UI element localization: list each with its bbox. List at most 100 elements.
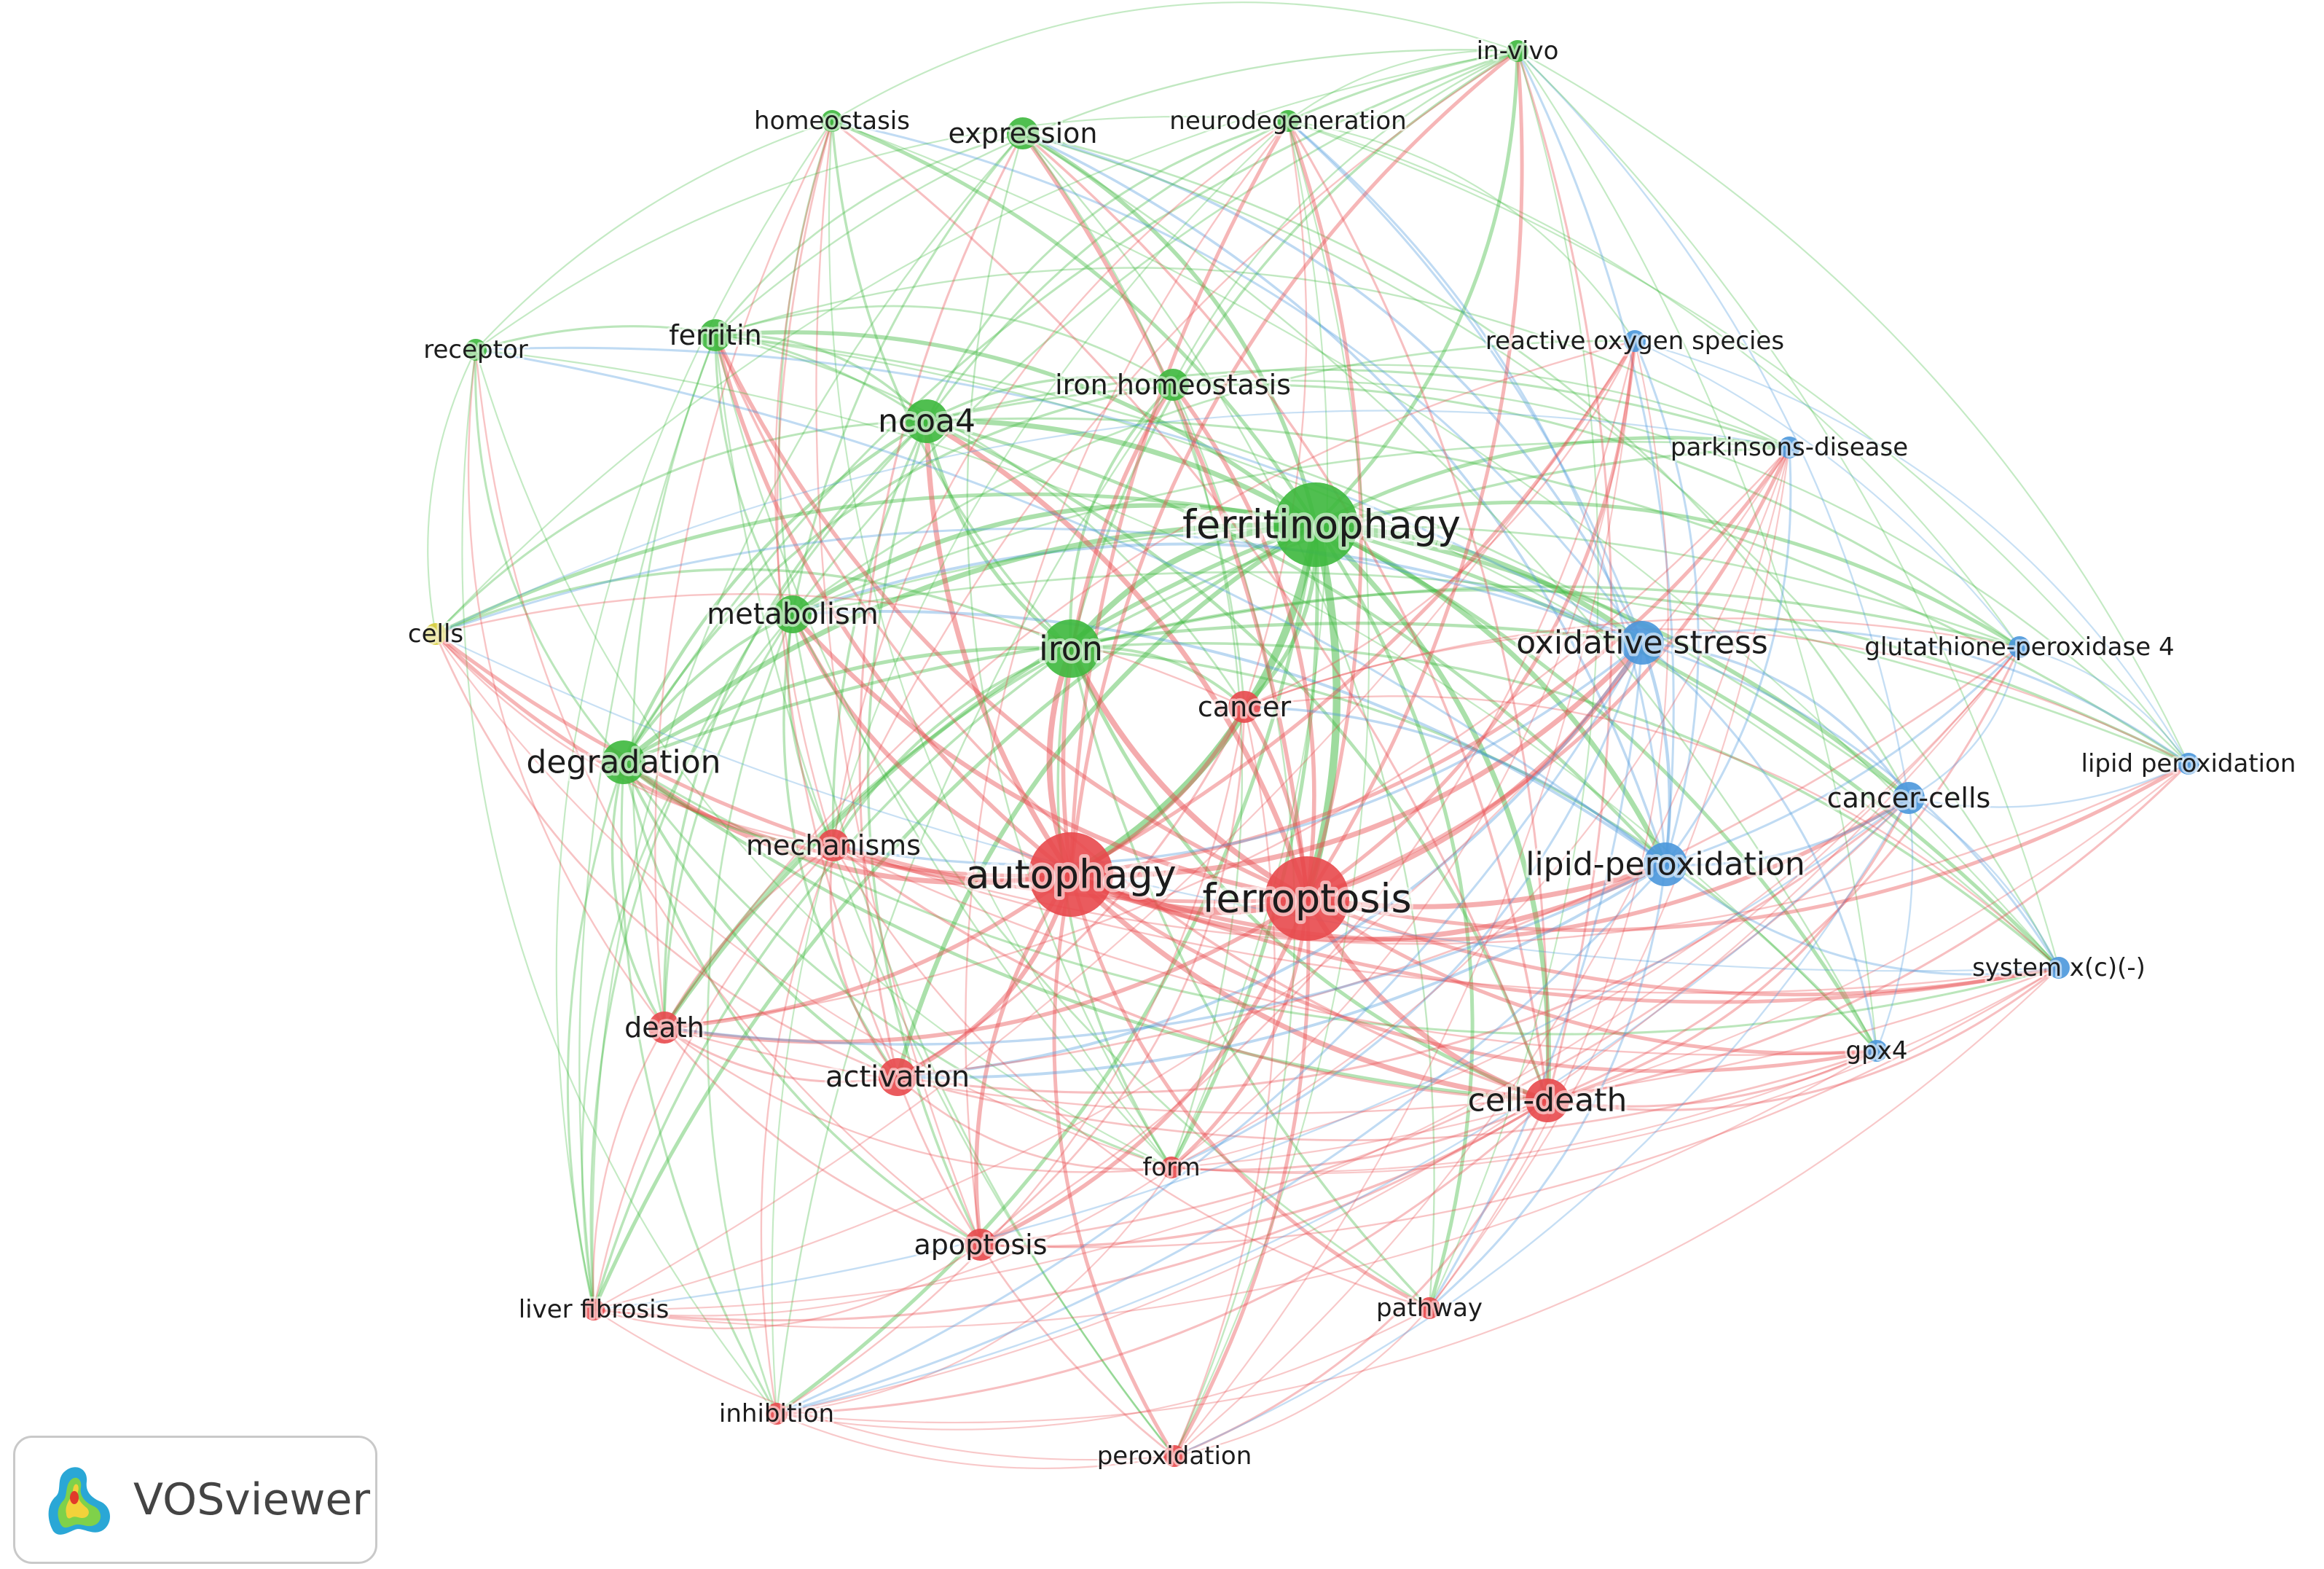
- network-link: [1641, 641, 2060, 969]
- node-inhibition[interactable]: [766, 1403, 788, 1425]
- network-link: [790, 611, 1074, 877]
- node-parkinsons-disease[interactable]: [1778, 437, 1800, 458]
- node-label-peroxidation: peroxidation: [1097, 1441, 1252, 1471]
- network-link: [791, 340, 1636, 616]
- network-link: [775, 1166, 1173, 1415]
- node-iron-homeostasis[interactable]: [1157, 369, 1189, 401]
- network-link: [1633, 340, 2190, 765]
- network-link: [775, 705, 1246, 1415]
- network-link: [592, 797, 1910, 1311]
- network-link: [434, 593, 1246, 708]
- network-link: [979, 705, 1246, 1246]
- network-link: [714, 267, 1791, 449]
- network-link: [713, 333, 1309, 901]
- node-cells[interactable]: [425, 623, 447, 645]
- network-link: [791, 50, 1519, 616]
- node-receptor[interactable]: [465, 339, 487, 361]
- node-ferritin[interactable]: [699, 319, 731, 351]
- network-link: [621, 419, 929, 764]
- node-cell-death[interactable]: [1526, 1079, 1569, 1122]
- network-link: [714, 334, 1176, 1458]
- network-link: [1173, 340, 1636, 1458]
- node-cancer-cells[interactable]: [1893, 782, 1925, 814]
- node-label-iron-homeostasis: iron homeostasis: [1055, 369, 1291, 401]
- network-link: [1314, 523, 2061, 970]
- network-link: [1169, 523, 1319, 1170]
- network-link: [1304, 640, 1645, 901]
- network-link: [832, 647, 1072, 847]
- network-link: [1546, 762, 2190, 1102]
- network-link: [662, 896, 1309, 1044]
- node-activation[interactable]: [879, 1058, 916, 1096]
- node-cancer[interactable]: [1228, 691, 1260, 723]
- network-link: [474, 348, 1878, 1052]
- network-link: [714, 334, 794, 616]
- node-glutathione-peroxidase-4[interactable]: [2009, 636, 2030, 658]
- network-link: [925, 417, 2190, 765]
- network-link: [1314, 523, 1475, 1310]
- node-apoptosis[interactable]: [965, 1229, 997, 1261]
- network-link: [1428, 50, 1599, 1310]
- node-peroxidation[interactable]: [1163, 1445, 1185, 1467]
- node-label-inhibition: inhibition: [719, 1399, 834, 1428]
- node-gpx4[interactable]: [1866, 1040, 1888, 1062]
- node-form[interactable]: [1161, 1157, 1182, 1178]
- network-link: [662, 420, 928, 1029]
- node-oxidative-stress[interactable]: [1620, 621, 1664, 665]
- network-link: [1305, 445, 1791, 901]
- node-label-ncoa4: ncoa4: [878, 403, 975, 440]
- network-link: [621, 621, 1644, 764]
- network-link: [790, 503, 1319, 617]
- network-link: [1171, 50, 1519, 386]
- node-reactive-oxygen-species[interactable]: [1624, 330, 1646, 352]
- node-label-pathway: pathway: [1376, 1294, 1483, 1323]
- node-death[interactable]: [648, 1012, 680, 1044]
- network-links: [427, 1, 2191, 1469]
- node-ferroptosis[interactable]: [1265, 856, 1349, 941]
- network-link: [1304, 861, 1668, 909]
- node-label-in-vivo: in-vivo: [1477, 36, 1559, 66]
- network-link: [474, 120, 833, 351]
- vosviewer-logo-icon: [48, 1467, 110, 1535]
- network-link: [1546, 797, 1910, 1102]
- network-link: [925, 50, 1519, 423]
- node-neurodegeneration[interactable]: [1277, 110, 1299, 132]
- network-link: [434, 50, 1519, 635]
- node-liver-fibrosis[interactable]: [583, 1299, 605, 1320]
- node-degradation[interactable]: [602, 740, 645, 784]
- network-link: [925, 120, 1289, 423]
- node-iron[interactable]: [1042, 619, 1100, 678]
- node-label-glutathione-peroxidase-4: glutathione-peroxidase 4: [1864, 633, 2174, 662]
- network-link: [714, 334, 1246, 708]
- network-link: [1173, 797, 1910, 1458]
- network-link: [434, 410, 1791, 635]
- network-link: [1313, 522, 1551, 1103]
- network-link: [760, 844, 835, 1415]
- node-in-vivo[interactable]: [1507, 40, 1528, 62]
- node-homeostasis[interactable]: [821, 110, 843, 132]
- network-link: [1428, 446, 1791, 1310]
- network-link: [774, 120, 835, 847]
- node-metabolism[interactable]: [774, 595, 812, 633]
- node-ncoa4[interactable]: [905, 399, 949, 443]
- node-expression[interactable]: [1007, 117, 1039, 149]
- network-link: [592, 132, 1024, 1311]
- network-link: [979, 340, 1636, 1246]
- network-link: [620, 761, 778, 1415]
- node-lipid-peroxidation-space[interactable]: [2178, 753, 2199, 775]
- node-label-oxidative-stress: oxidative stress: [1516, 625, 1768, 662]
- network-link: [775, 383, 1174, 1415]
- network-link: [662, 872, 1073, 1030]
- network-link: [791, 613, 1431, 1310]
- node-pathway[interactable]: [1418, 1297, 1440, 1319]
- network-link: [1303, 520, 1340, 903]
- network-link: [1516, 50, 2060, 969]
- node-ferritinophagy[interactable]: [1273, 482, 1358, 567]
- node-mechanisms[interactable]: [817, 829, 849, 861]
- network-link: [1069, 796, 1911, 942]
- node-system-xc[interactable]: [2048, 957, 2070, 979]
- network-link: [1021, 131, 1318, 527]
- node-lipid-peroxidation-hyphen[interactable]: [1644, 842, 1687, 886]
- network-link: [714, 333, 928, 423]
- node-autophagy[interactable]: [1029, 832, 1113, 917]
